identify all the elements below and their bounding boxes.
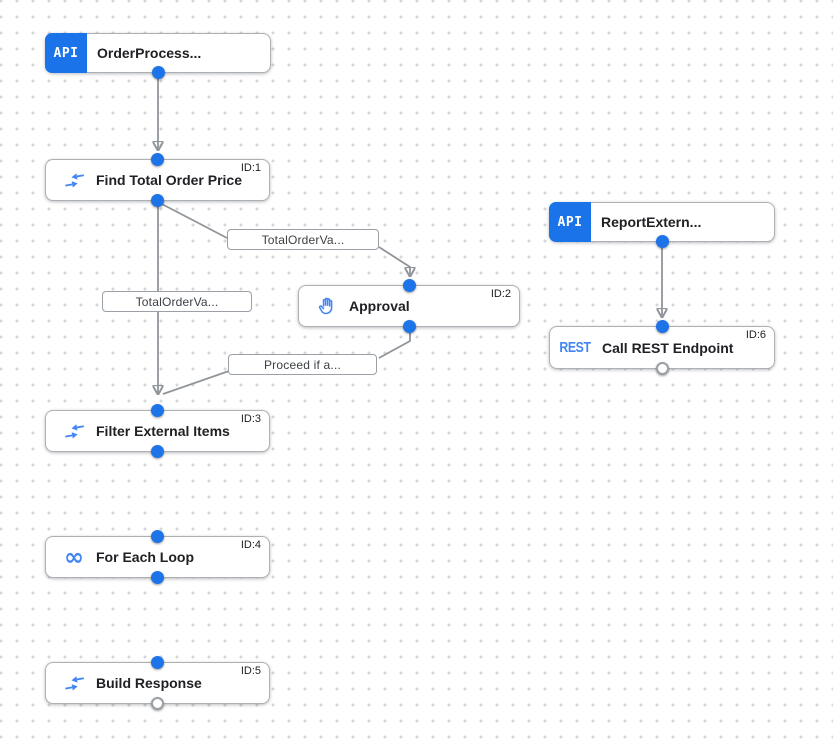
api-trigger-icon: API [549,202,591,242]
data-mapping-icon [62,421,86,442]
data-mapping-icon [62,673,86,694]
node-title: OrderProcess... [97,45,202,61]
rest-task-icon: REST [559,339,591,356]
node-id-label: ID:3 [240,413,261,425]
edge-label-total-order-value-left[interactable]: TotalOrderVa... [102,291,252,312]
node-title: Filter External Items [96,423,230,439]
node-title: Build Response [96,675,202,691]
node-title: Approval [349,298,410,314]
node-find-total-order-price[interactable]: Find Total Order Price ID:1 [45,153,270,207]
output-connector[interactable] [655,235,669,248]
edge-findtotal-to-approval-label-segment [157,201,230,240]
edge-label-text: TotalOrderVa... [261,232,345,247]
edge-approval-to-proceed-label [378,328,411,359]
output-connector-unconnected[interactable] [655,362,669,375]
data-mapping-icon [62,170,86,191]
input-connector[interactable] [655,320,669,333]
node-id-label: ID:4 [240,539,261,551]
node-title: Find Total Order Price [96,172,242,188]
api-trigger-icon: API [45,33,87,73]
node-approval[interactable]: Approval ID:2 [298,279,520,333]
node-report-extern-trigger[interactable]: API ReportExtern... [549,202,775,248]
output-connector[interactable] [151,445,164,458]
input-connector[interactable] [151,530,164,543]
input-connector[interactable] [151,404,164,417]
input-connector[interactable] [151,656,164,669]
node-call-rest-endpoint[interactable]: REST Call REST Endpoint ID:6 [549,320,775,375]
input-connector[interactable] [151,153,164,166]
node-title: ReportExtern... [601,214,702,230]
output-connector[interactable] [151,66,165,79]
output-connector[interactable] [402,320,416,333]
node-for-each-loop[interactable]: ∞ For Each Loop ID:4 [45,530,270,584]
edge-label-text: TotalOrderVa... [135,294,219,309]
node-order-process-trigger[interactable]: API OrderProcess... [45,33,271,79]
node-build-response[interactable]: Build Response ID:5 [45,656,270,710]
edge-proceed-label-to-filter [162,370,230,395]
node-id-label: ID:2 [490,288,511,300]
output-connector[interactable] [151,194,164,207]
node-id-label: ID:6 [745,329,766,341]
edge-label-proceed-if[interactable]: Proceed if a... [228,354,377,375]
node-title: For Each Loop [96,549,194,565]
edge-approval-label-to-approval [378,246,410,277]
edge-label-text: Proceed if a... [263,357,342,372]
node-title: Call REST Endpoint [602,339,734,356]
node-id-label: ID:5 [240,665,261,677]
output-connector-unconnected[interactable] [151,697,164,710]
input-connector[interactable] [402,279,416,292]
node-id-label: ID:1 [240,162,261,174]
approval-hand-icon [315,295,339,317]
output-connector[interactable] [151,571,164,584]
for-each-loop-icon: ∞ [64,543,84,571]
edge-label-total-order-value-top[interactable]: TotalOrderVa... [227,229,379,250]
node-filter-external-items[interactable]: Filter External Items ID:3 [45,404,270,458]
